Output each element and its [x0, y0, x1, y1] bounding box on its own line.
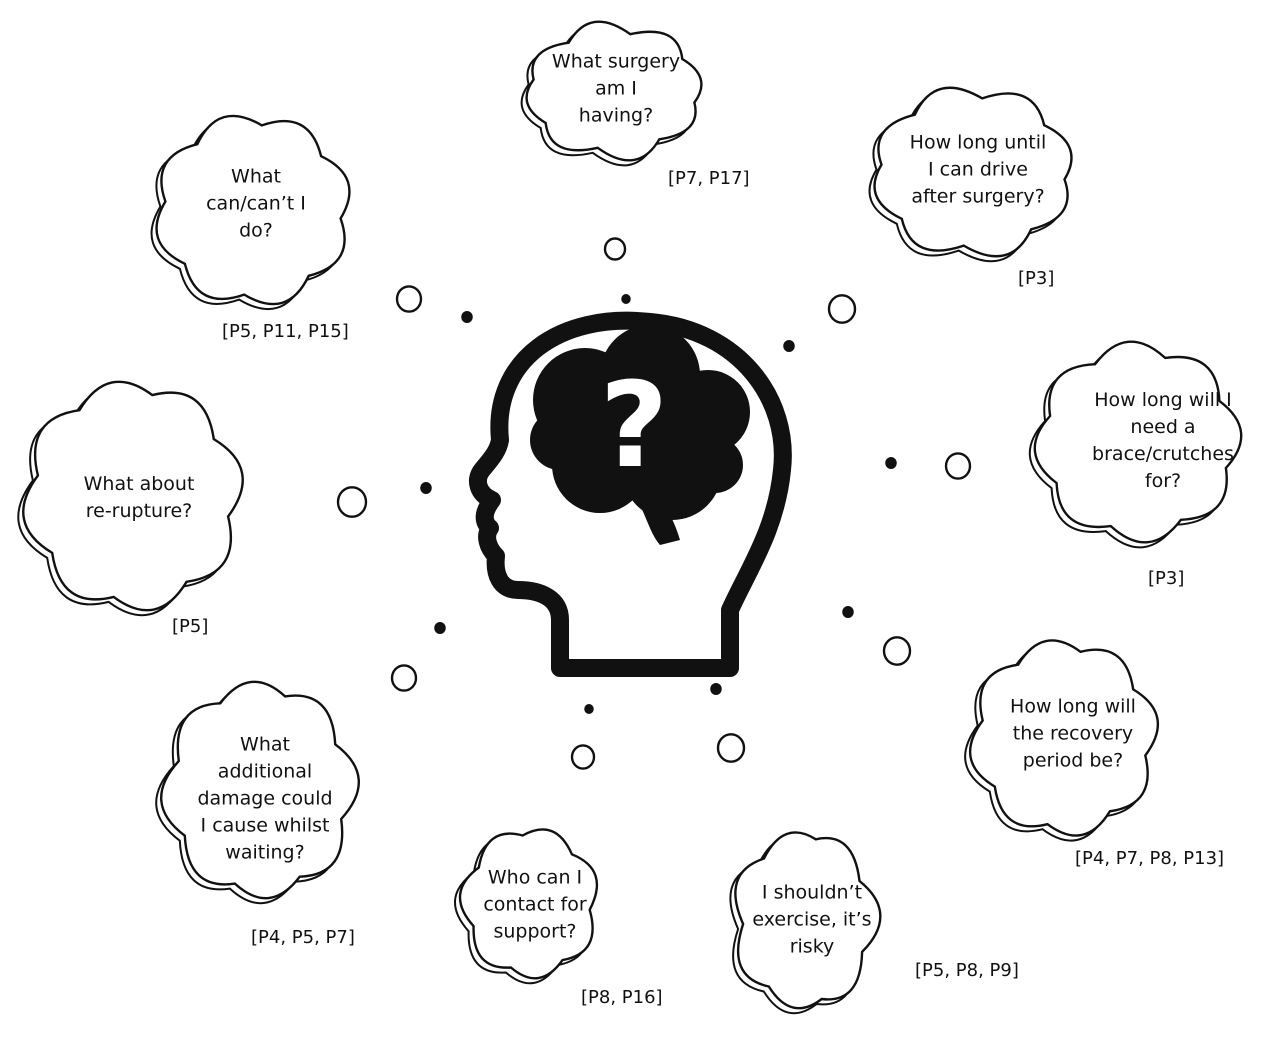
- thought-bubble: [461, 311, 473, 323]
- thought-recovery: How long will the recovery period be?: [1010, 695, 1136, 772]
- thought-can-cant: What can/can’t I do?: [206, 165, 306, 242]
- thought-surgery: What surgery am I having?: [551, 50, 681, 127]
- ref-support: [P8, P16]: [581, 987, 663, 1008]
- thought-bubble: [783, 340, 795, 352]
- thought-support: Who can I contact for support?: [483, 866, 587, 943]
- cloud-damage: [160, 680, 360, 900]
- brain-stem-icon: [640, 504, 680, 545]
- thought-bubble: [710, 683, 722, 695]
- cloud-rerupture: [22, 380, 244, 612]
- thought-bubble: [882, 636, 912, 666]
- thought-bubble: [420, 482, 432, 494]
- ref-exercise: [P5, P8, P9]: [915, 960, 1019, 981]
- question-mark-icon: ?: [600, 356, 668, 494]
- thought-bubble: [621, 294, 631, 304]
- thought-drive: How long until I can drive after surgery…: [909, 131, 1047, 208]
- ref-drive: [P3]: [1018, 268, 1055, 289]
- thought-bubble: [716, 733, 746, 763]
- thought-rerupture: What about re-rupture?: [83, 473, 195, 522]
- ref-surgery: [P7, P17]: [668, 168, 750, 189]
- cloud-drive: [873, 86, 1073, 258]
- ref-recovery: [P4, P7, P8, P13]: [1075, 848, 1225, 869]
- cloud-surgery: [525, 20, 703, 162]
- ref-brace: [P3]: [1148, 568, 1185, 589]
- brain-icon: [530, 410, 590, 470]
- ref-can-cant: [P5, P11, P15]: [222, 321, 349, 342]
- thought-bubble: [336, 486, 368, 518]
- thought-exercise: I shouldn’t exercise, it’s risky: [752, 881, 872, 958]
- cloud-can-cant: [155, 114, 351, 306]
- head-outline-icon: [468, 311, 792, 677]
- thought-bubble: [395, 285, 423, 313]
- thought-bubble: [944, 452, 972, 480]
- thought-bubble: [885, 457, 897, 469]
- ref-damage: [P4, P5, P7]: [251, 927, 355, 948]
- thought-bubble: [827, 294, 857, 324]
- cloud-support: [458, 828, 599, 980]
- brain-icon: [590, 380, 690, 480]
- cloud-exercise: [734, 831, 882, 1010]
- thought-bubble: [842, 606, 854, 618]
- thought-bubble: [584, 704, 594, 714]
- thought-bubble: [570, 744, 596, 770]
- cloud-brace: [1033, 340, 1243, 544]
- thought-bubble: [603, 237, 627, 261]
- thought-brace: How long will I need a brace/crutches fo…: [1092, 389, 1234, 492]
- thought-bubble: [434, 622, 446, 634]
- brain-icon: [687, 437, 743, 493]
- ref-rerupture: [P5]: [172, 616, 209, 637]
- cloud-recovery: [968, 639, 1160, 837]
- thought-bubble: [390, 664, 418, 692]
- thought-damage: What additional damage could I cause whi…: [197, 733, 333, 864]
